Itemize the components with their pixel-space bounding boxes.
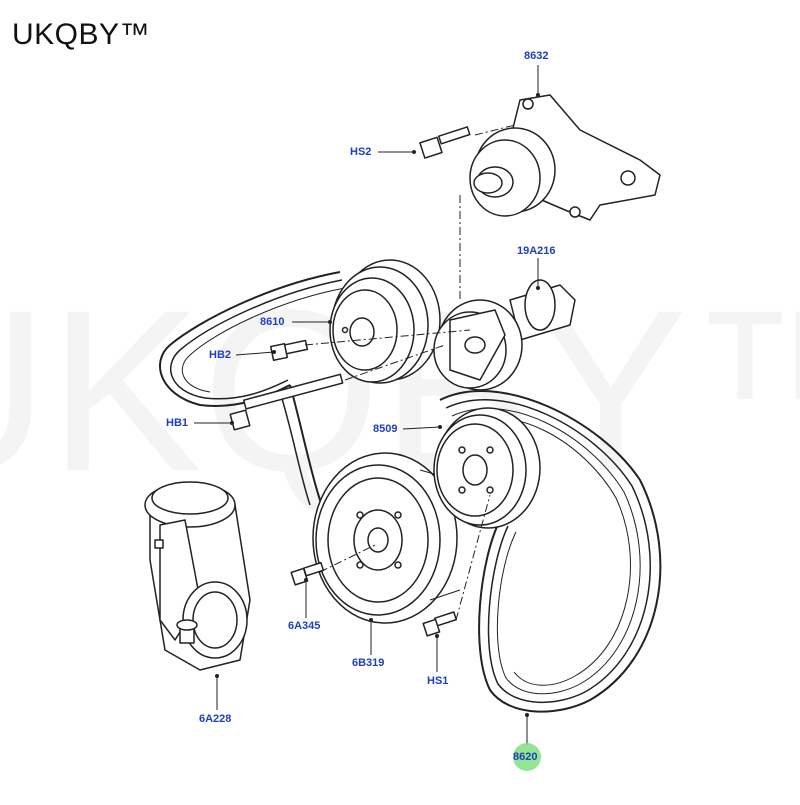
callout-HB1[interactable]: HB1 — [166, 417, 189, 429]
bolt-HB2 — [269, 339, 309, 362]
callout-8620[interactable]: 8620 — [513, 751, 538, 763]
leader-dots — [215, 93, 540, 717]
pulley-19A216 — [433, 279, 576, 391]
bolt-HS1 — [422, 611, 458, 637]
bolt-HB1 — [229, 373, 344, 431]
center-lines — [304, 124, 516, 621]
bolt-HS2 — [419, 126, 471, 159]
brand-logo-text: UKQBY™ — [12, 18, 151, 51]
leader-lines — [194, 65, 539, 745]
callout-6A228[interactable]: 6A228 — [199, 713, 232, 725]
callout-HB2[interactable]: HB2 — [209, 349, 232, 361]
tensioner-6A228 — [144, 481, 251, 671]
bracket-8632 — [469, 94, 661, 221]
callout-8610[interactable]: 8610 — [260, 316, 285, 328]
callout-8509[interactable]: 8509 — [373, 423, 398, 435]
callout-8632[interactable]: 8632 — [524, 50, 549, 62]
callout-6B319[interactable]: 6B319 — [352, 657, 385, 669]
callout-HS2[interactable]: HS2 — [350, 146, 372, 158]
bolt-6A345 — [290, 561, 325, 586]
callout-HS1[interactable]: HS1 — [427, 675, 449, 687]
damper-6B319 — [312, 452, 461, 624]
pulley-8509 — [433, 407, 541, 529]
callout-19A216[interactable]: 19A216 — [517, 245, 556, 257]
belt-8620 — [439, 390, 662, 713]
callout-6A345[interactable]: 6A345 — [288, 620, 321, 632]
pulley-8610 — [329, 259, 441, 384]
callout-highlight — [513, 743, 541, 771]
